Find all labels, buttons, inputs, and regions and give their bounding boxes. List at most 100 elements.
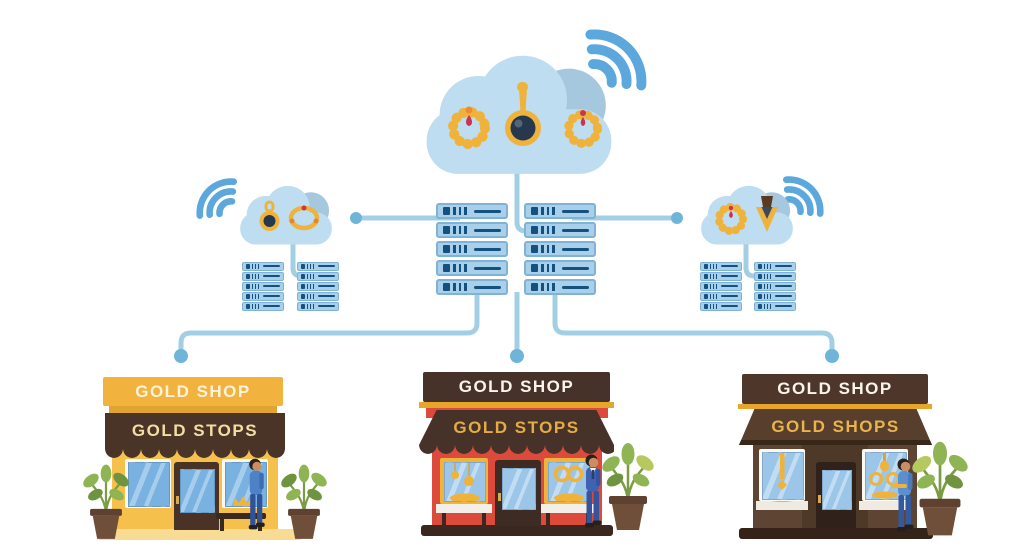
awning-strip	[739, 440, 932, 445]
door-glass	[180, 469, 215, 513]
awning-scallops	[419, 445, 614, 454]
sill-leg	[546, 513, 550, 526]
server-rack	[700, 262, 742, 311]
server-rack	[242, 262, 284, 311]
awning-label: GOLD SHOPS	[771, 417, 900, 436]
sill-leg	[482, 513, 486, 526]
shop-door	[174, 462, 219, 530]
sign-trim	[419, 402, 614, 408]
gold-beaded-necklace-icon	[448, 106, 490, 149]
gold-bracelet-icon	[288, 205, 320, 231]
server-unit	[700, 302, 742, 311]
server-unit	[242, 272, 284, 281]
jewelry-display-icon	[553, 465, 584, 501]
gold-shield-pendant-icon	[756, 196, 778, 232]
shop-door	[816, 462, 856, 528]
gold-beaded-necklace-icon	[564, 110, 602, 148]
shopkeeper-figure	[585, 454, 602, 528]
server-unit	[436, 279, 508, 295]
central-cloud	[408, 52, 630, 185]
server-unit	[242, 282, 284, 291]
sign-ledge	[109, 406, 277, 413]
window-sill	[859, 501, 911, 510]
window-sill	[756, 501, 808, 510]
gold-beaded-necklace-icon	[715, 203, 747, 235]
plant	[281, 464, 327, 539]
sign-trim	[738, 404, 932, 409]
awning-scallops	[105, 449, 285, 458]
server-unit	[754, 282, 796, 291]
server-unit	[524, 279, 596, 295]
display-window	[440, 458, 488, 504]
server-unit	[436, 203, 508, 219]
server-unit	[242, 292, 284, 301]
server-unit	[524, 203, 596, 219]
server-unit	[754, 292, 796, 301]
wifi-icon	[782, 176, 824, 217]
right-cloud	[690, 184, 804, 250]
door-handle	[176, 496, 179, 504]
window-sill	[540, 504, 596, 513]
gold-hand-mirror-icon	[505, 82, 541, 146]
awning-label: GOLD STOPS	[131, 421, 259, 440]
server-unit	[524, 260, 596, 276]
shopkeeper-figure	[891, 458, 914, 532]
server-unit	[297, 292, 339, 301]
gold-shop-left: GOLD STOPS GOLD SHOP	[83, 372, 327, 546]
server-unit	[297, 302, 339, 311]
jewelry-display-icon	[869, 453, 900, 499]
gold-shop-right: GOLD SHOPS GOLD SHOP	[728, 372, 968, 544]
server-unit	[297, 262, 339, 271]
gold-pendant-icon	[259, 200, 280, 231]
wifi-icon	[196, 178, 238, 219]
jewelry-display-icon	[450, 463, 480, 501]
gold-crown-icon	[233, 496, 253, 506]
server-rack	[297, 262, 339, 311]
shop-base	[739, 528, 933, 539]
display-window	[759, 449, 805, 501]
server-rack	[754, 262, 796, 311]
server-unit	[700, 282, 742, 291]
sign-label: GOLD SHOP	[135, 381, 251, 401]
server-unit	[242, 262, 284, 271]
server-rack	[436, 203, 508, 295]
gold-shop-center: GOLD STOPS GOLD SHOP	[408, 370, 654, 546]
server-unit	[242, 302, 284, 311]
server-unit	[297, 282, 339, 291]
server-unit	[754, 272, 796, 281]
shop-base	[97, 529, 303, 540]
shop-awning: GOLD SHOPS	[739, 409, 932, 445]
server-unit	[436, 260, 508, 276]
door-handle	[818, 495, 821, 503]
server-unit	[754, 302, 796, 311]
server-unit	[524, 241, 596, 257]
door-handle	[498, 493, 501, 501]
connector-dots	[174, 212, 839, 363]
shop-window	[125, 459, 171, 508]
plant	[83, 464, 129, 539]
server-unit	[700, 262, 742, 271]
server-unit	[700, 292, 742, 301]
shop-awning: GOLD STOPS	[105, 413, 285, 449]
sign-label: GOLD SHOP	[777, 379, 893, 398]
wifi-icon	[585, 29, 647, 91]
server-unit	[436, 241, 508, 257]
jewelry-display-icon	[777, 453, 787, 490]
display-window	[544, 458, 592, 504]
shop-base	[421, 525, 613, 536]
server-unit	[297, 272, 339, 281]
sill-leg	[442, 513, 446, 526]
server-unit	[754, 262, 796, 271]
plant	[912, 441, 968, 536]
server-rack	[524, 203, 596, 295]
awning-label: GOLD STOPS	[453, 417, 580, 437]
shopkeeper-figure	[248, 458, 265, 530]
left-cloud	[230, 184, 342, 250]
shop-sign: GOLD SHOP	[103, 377, 283, 406]
door-glass	[822, 470, 852, 510]
shop-sign: GOLD SHOP	[423, 372, 610, 402]
shop-door	[495, 460, 541, 526]
shop-awning: GOLD STOPS	[419, 410, 614, 445]
sign-label: GOLD SHOP	[458, 377, 575, 396]
